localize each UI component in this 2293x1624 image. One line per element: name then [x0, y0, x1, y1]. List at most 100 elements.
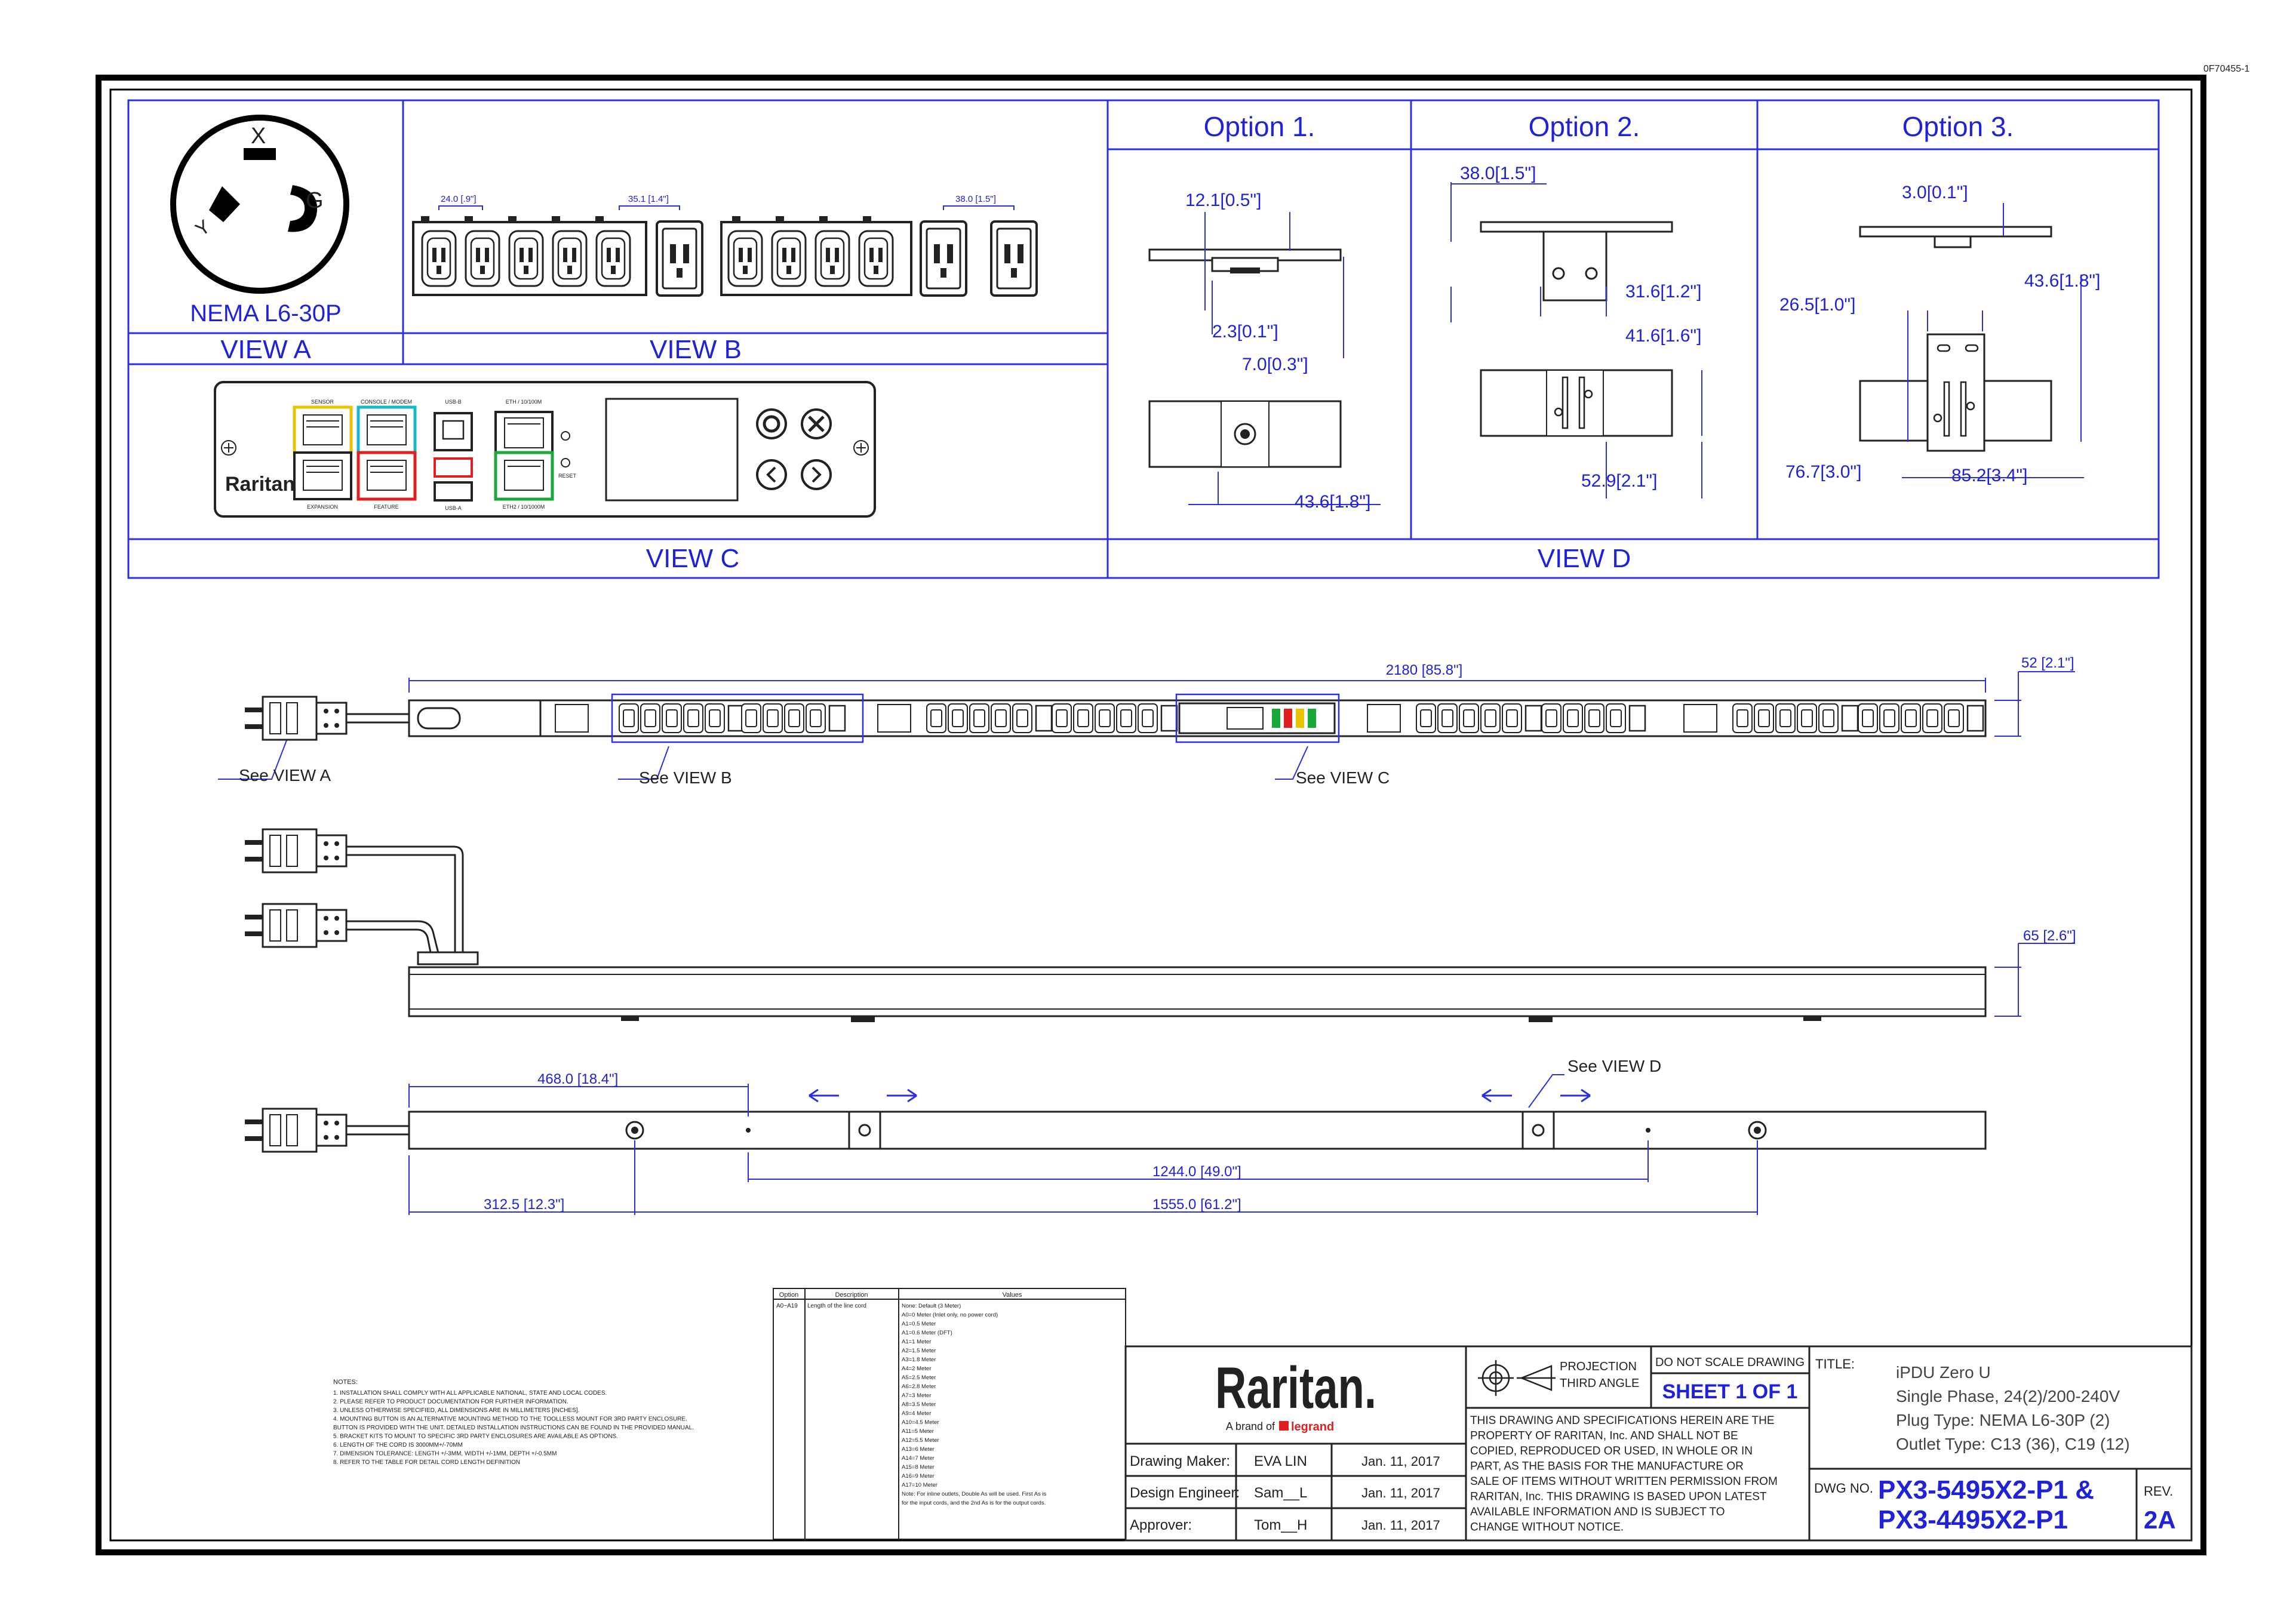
option-3-dim-b: 43.6[1.8"] [2024, 271, 2100, 291]
disclaimer-line: SALE OF ITEMS WITHOUT WRITTEN PERMISSION… [1470, 1475, 1778, 1488]
option-value: A3=1.8 Meter [902, 1357, 936, 1363]
rear-dim-c: 312.5 [12.3"] [484, 1197, 564, 1213]
approver-date: Jan. 11, 2017 [1361, 1518, 1440, 1533]
pdu-side-elevation [244, 828, 2075, 1022]
outlet-c13 [683, 703, 703, 733]
option-value: A17=10 Meter [902, 1482, 938, 1488]
design-engineer-role: Design Engineer: [1130, 1485, 1240, 1501]
product-title-line-4: Outlet Type: C13 (36), C19 (12) [1896, 1435, 2130, 1453]
port-expansion-label: EXPANSION [307, 504, 338, 510]
outlet-c13 [926, 703, 946, 733]
note-line: 8. REFER TO THE TABLE FOR DETAIL CORD LE… [333, 1459, 520, 1466]
option-3-bracket-drawing [1859, 203, 2084, 478]
projection-label: PROJECTION [1560, 1360, 1637, 1373]
option-table-description: Length of the line cord [807, 1303, 866, 1309]
front-outlet-row [555, 703, 1984, 733]
option-2-dim-a: 38.0[1.5"] [1460, 164, 1536, 183]
option-table-header-option: Option [779, 1291, 798, 1299]
product-title-line-2: Single Phase, 24(2)/200-240V [1896, 1387, 2120, 1405]
view-b-dim-c19: 38.0 [1.5"] [955, 194, 996, 204]
front-width-dim: 52 [2.1"] [2021, 655, 2074, 671]
view-a-plug-face: X Y G [170, 115, 349, 294]
option-2-bracket-drawing [1450, 182, 1702, 499]
rear-dim-d: 1555.0 [61.2"] [1152, 1197, 1241, 1213]
outlet-c13 [619, 703, 639, 733]
option-value: for the input cords, and the 2nd As is f… [902, 1500, 1046, 1506]
note-line: 1. INSTALLATION SHALL COMPLY WITH ALL AP… [333, 1390, 607, 1397]
projection-angle: THIRD ANGLE [1560, 1377, 1639, 1390]
plug-type-label: NEMA L6-30P [190, 300, 341, 327]
drawing-maker-name: EVA LIN [1254, 1453, 1307, 1469]
rear-dim-a: 468.0 [18.4"] [537, 1071, 618, 1087]
notes-title: NOTES: [333, 1379, 358, 1386]
outlet-c13 [1437, 703, 1458, 733]
design-engineer-date: Jan. 11, 2017 [1361, 1485, 1440, 1500]
option-value: A13=6 Meter [902, 1446, 935, 1453]
sheet-inner-border [109, 88, 2193, 1542]
option-1-dim-a: 12.1[0.5"] [1185, 190, 1261, 210]
outlet-c13 [1416, 703, 1436, 733]
view-b-dim-pitch: 24.0 [.9"] [441, 194, 477, 204]
option-value: A14=7 Meter [902, 1455, 935, 1462]
outlet-c13 [1073, 703, 1093, 733]
drawing-maker-date: Jan. 11, 2017 [1361, 1454, 1440, 1469]
outlet-c13 [991, 703, 1011, 733]
sheet-count: SHEET 1 OF 1 [1662, 1380, 1798, 1403]
rev-label: REV. [2144, 1484, 2173, 1499]
option-value: A2=1.5 Meter [902, 1348, 936, 1354]
outlet-c13 [1502, 703, 1522, 733]
port-sensor-label: SENSOR [311, 399, 334, 405]
pdu-front-elevation [218, 671, 2075, 780]
third-angle-projection-icon [1478, 1360, 1556, 1396]
outlet-c19 [1841, 705, 1859, 732]
option-value: Note: For inline outlets, Double As will… [902, 1491, 1047, 1497]
outlet-c13 [1901, 703, 1921, 733]
controller-brand: Raritan [225, 473, 295, 496]
disclaimer-line: PROPERTY OF RARITAN, Inc. AND SHALL NOT … [1470, 1430, 1738, 1442]
rev-value: 2A [2144, 1506, 2176, 1534]
outlet-c19 [1966, 705, 1984, 732]
disclaimer-line: RARITAN, Inc. THIS DRAWING IS BASED UPON… [1470, 1491, 1767, 1503]
view-d-label: VIEW D [1538, 544, 1631, 573]
see-view-b-callout: See VIEW B [639, 768, 732, 787]
title-block-brand: Raritan. [1215, 1355, 1376, 1420]
port-feature-label: FEATURE [374, 504, 398, 510]
option-table-header-description: Description [835, 1291, 868, 1299]
outlet-c13 [705, 703, 725, 733]
outlet-c13 [806, 703, 826, 733]
view-b-outlet-strip [412, 205, 1038, 297]
option-value: None: Default (3 Meter) [902, 1303, 961, 1309]
option-1-bracket-drawing [1148, 212, 1381, 505]
outlet-c13 [1563, 703, 1583, 733]
pin-g-label: G [306, 188, 324, 213]
outlet-c13 [1138, 703, 1158, 733]
option-1-dim-c: 7.0[0.3"] [1242, 355, 1308, 374]
outlet-c13 [784, 703, 804, 733]
view-b-label: VIEW B [650, 335, 742, 364]
approver-role: Approver: [1130, 1517, 1192, 1533]
option-value: A1=0.6 Meter (DFT) [902, 1330, 952, 1336]
option-1-title: Option 1. [1204, 111, 1315, 142]
port-usb-a-label: USB-A [445, 505, 462, 511]
outlet-c13 [1818, 703, 1839, 733]
design-engineer-name: Sam__L [1254, 1485, 1307, 1501]
controller-module [555, 704, 589, 733]
outlet-c19 [1524, 705, 1542, 732]
outlet-c13 [1922, 703, 1942, 733]
option-1-dim-b: 2.3[0.1"] [1212, 322, 1278, 342]
option-value: A9=4 Meter [902, 1410, 931, 1417]
outlet-c19 [1035, 705, 1053, 732]
side-width-dim: 65 [2.6"] [2023, 928, 2076, 944]
option-value: A1=1 Meter [902, 1339, 931, 1345]
option-3-dim-c: 26.5[1.0"] [1779, 295, 1855, 315]
view-c-controller-panel [214, 381, 876, 518]
port-reset-label: RESET [558, 473, 577, 479]
outlet-c13 [1775, 703, 1796, 733]
outlet-c13 [1797, 703, 1817, 733]
controller-module [877, 704, 911, 733]
option-value: A11=5 Meter [902, 1428, 934, 1435]
disclaimer-line: CHANGE WITHOUT NOTICE. [1470, 1521, 1624, 1534]
note-line: 7. DIMENSION TOLERANCE: LENGTH +/-3MM, W… [333, 1451, 557, 1457]
option-table-header-values: Values [1003, 1291, 1022, 1299]
outlet-c13 [1541, 703, 1562, 733]
